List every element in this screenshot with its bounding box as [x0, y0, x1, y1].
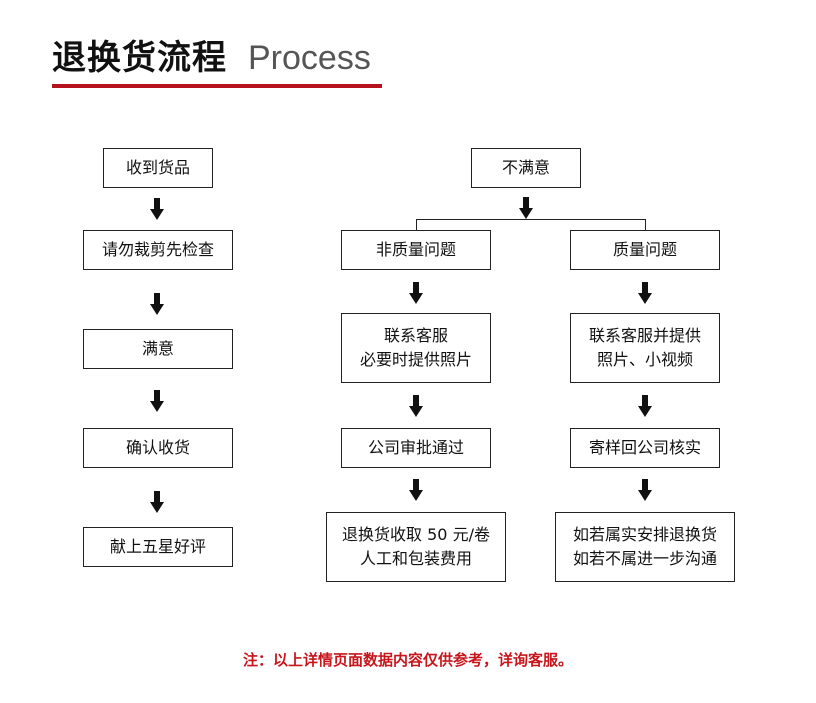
left-step-review: 献上五星好评 [83, 527, 233, 567]
non-quality-approval-label: 公司审批通过 [367, 438, 464, 457]
left-step-received-label: 收到货品 [125, 158, 190, 177]
non-quality-contact: 联系客服 必要时提供照片 [341, 313, 491, 383]
left-step-check-label: 请勿裁剪先检查 [101, 240, 214, 259]
branch-connector-right [645, 219, 646, 230]
non-quality-title-label: 非质量问题 [375, 240, 456, 259]
page-title: 退换货流程 [52, 38, 227, 78]
branch-connector-left [416, 219, 417, 230]
quality-contact-line1: 联系客服并提供 [588, 326, 701, 345]
arrow-down-icon [409, 479, 423, 501]
arrow-down-icon [150, 491, 164, 513]
non-quality-fee: 退换货收取 50 元/卷 人工和包装费用 [326, 512, 506, 582]
arrow-down-icon [638, 395, 652, 417]
arrow-down-icon [409, 395, 423, 417]
right-root-unsatisfied: 不满意 [471, 148, 581, 188]
arrow-down-icon [150, 390, 164, 412]
non-quality-contact-line1: 联系客服 [383, 326, 448, 345]
quality-resolution: 如若属实安排退换货 如若不属进一步沟通 [555, 512, 735, 582]
quality-verify-label: 寄样回公司核实 [588, 438, 701, 457]
arrow-down-icon [638, 282, 652, 304]
quality-verify: 寄样回公司核实 [570, 428, 720, 468]
left-step-review-label: 献上五星好评 [109, 537, 206, 556]
left-step-check: 请勿裁剪先检查 [83, 230, 233, 270]
non-quality-approval: 公司审批通过 [341, 428, 491, 468]
quality-title: 质量问题 [570, 230, 720, 270]
arrow-down-icon [150, 198, 164, 220]
left-step-satisfied-label: 满意 [141, 339, 174, 358]
left-step-received: 收到货品 [103, 148, 213, 188]
quality-contact: 联系客服并提供 照片、小视频 [570, 313, 720, 383]
left-step-confirm-label: 确认收货 [125, 438, 190, 457]
arrow-down-icon [409, 282, 423, 304]
quality-resolution-line1: 如若属实安排退换货 [572, 525, 717, 544]
non-quality-title: 非质量问题 [341, 230, 491, 270]
left-step-confirm: 确认收货 [83, 428, 233, 468]
arrow-down-icon [638, 479, 652, 501]
quality-title-label: 质量问题 [612, 240, 677, 259]
non-quality-fee-line1: 退换货收取 50 元/卷 [342, 525, 490, 544]
arrow-down-icon [519, 197, 533, 219]
non-quality-contact-line2: 必要时提供照片 [359, 350, 472, 369]
quality-contact-line2: 照片、小视频 [596, 350, 693, 369]
quality-resolution-line2: 如若不属进一步沟通 [572, 549, 717, 568]
branch-connector-horizontal [416, 219, 646, 220]
arrow-down-icon [150, 293, 164, 315]
footer-note: 注：以上详情页面数据内容仅供参考，详询客服。 [242, 651, 573, 669]
non-quality-fee-line2: 人工和包装费用 [359, 549, 472, 568]
left-step-satisfied: 满意 [83, 329, 233, 369]
page-title-en: Process [248, 39, 371, 77]
right-root-label: 不满意 [501, 158, 550, 177]
title-underline [52, 84, 382, 88]
